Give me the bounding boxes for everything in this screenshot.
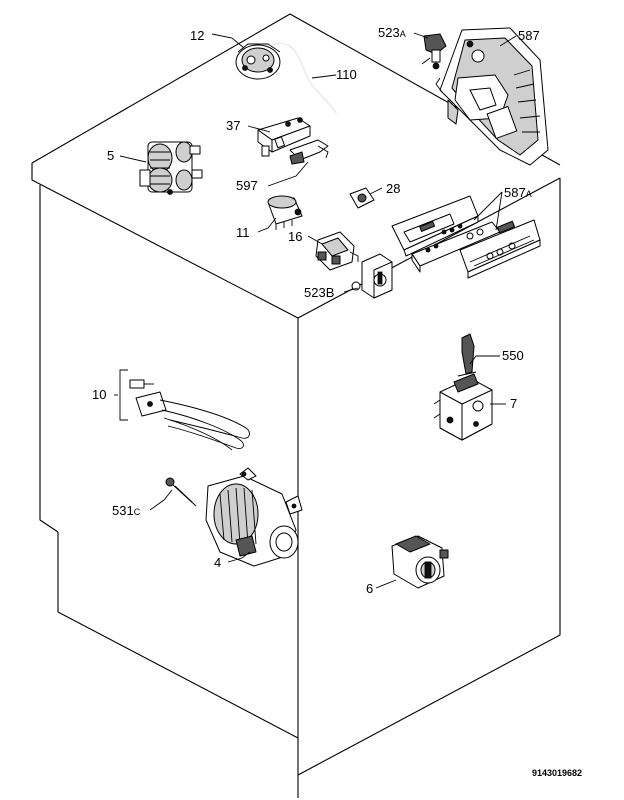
label-11: 11 xyxy=(236,225,250,240)
leader-lines xyxy=(119,32,517,589)
callout-labels: 12 110 523A 587 37 5 597 28 587A 11 16 5… xyxy=(92,25,540,596)
part-4-drain-pump[interactable] xyxy=(205,467,303,567)
label-550: 550 xyxy=(502,348,524,363)
part-5-inlet-valve[interactable] xyxy=(139,141,203,195)
part-10-heating-element[interactable] xyxy=(114,369,250,451)
label-587a: 587A xyxy=(504,185,532,200)
part-587a-electronic-boards[interactable] xyxy=(391,195,541,279)
label-531c: 531C xyxy=(112,503,141,518)
label-523a: 523A xyxy=(378,25,406,40)
part-37-terminal-block[interactable] xyxy=(257,117,311,157)
part-110-hose[interactable] xyxy=(269,42,337,114)
label-6: 6 xyxy=(366,581,373,596)
part-550-lever[interactable] xyxy=(457,333,477,377)
part-7-door-switch-module[interactable] xyxy=(433,373,493,441)
label-37: 37 xyxy=(226,118,240,133)
label-110: 110 xyxy=(336,67,357,82)
part-523a-switch[interactable] xyxy=(421,33,447,70)
label-4: 4 xyxy=(214,555,221,570)
part-531c-screw[interactable] xyxy=(165,477,197,507)
part-12-pressure-switch[interactable] xyxy=(235,43,281,80)
part-523b-programme-switch[interactable] xyxy=(351,253,393,299)
label-28: 28 xyxy=(386,181,400,196)
label-587: 587 xyxy=(518,28,540,43)
part-587-control-module[interactable] xyxy=(435,27,549,166)
label-10: 10 xyxy=(92,387,106,402)
label-7: 7 xyxy=(510,396,517,411)
part-28-lamp-holder[interactable] xyxy=(349,187,375,209)
part-16-door-interlock[interactable] xyxy=(315,231,359,271)
part-597-clip[interactable] xyxy=(289,139,329,165)
drawing-reference-number: 9143019682 xyxy=(532,768,582,778)
label-523b: 523B xyxy=(304,285,334,300)
label-12: 12 xyxy=(190,28,204,43)
label-597: 597 xyxy=(236,178,258,193)
label-5: 5 xyxy=(107,148,114,163)
part-6-door-lock-switch[interactable] xyxy=(391,535,449,589)
part-11-interference-filter[interactable] xyxy=(267,195,303,230)
label-16: 16 xyxy=(288,229,302,244)
